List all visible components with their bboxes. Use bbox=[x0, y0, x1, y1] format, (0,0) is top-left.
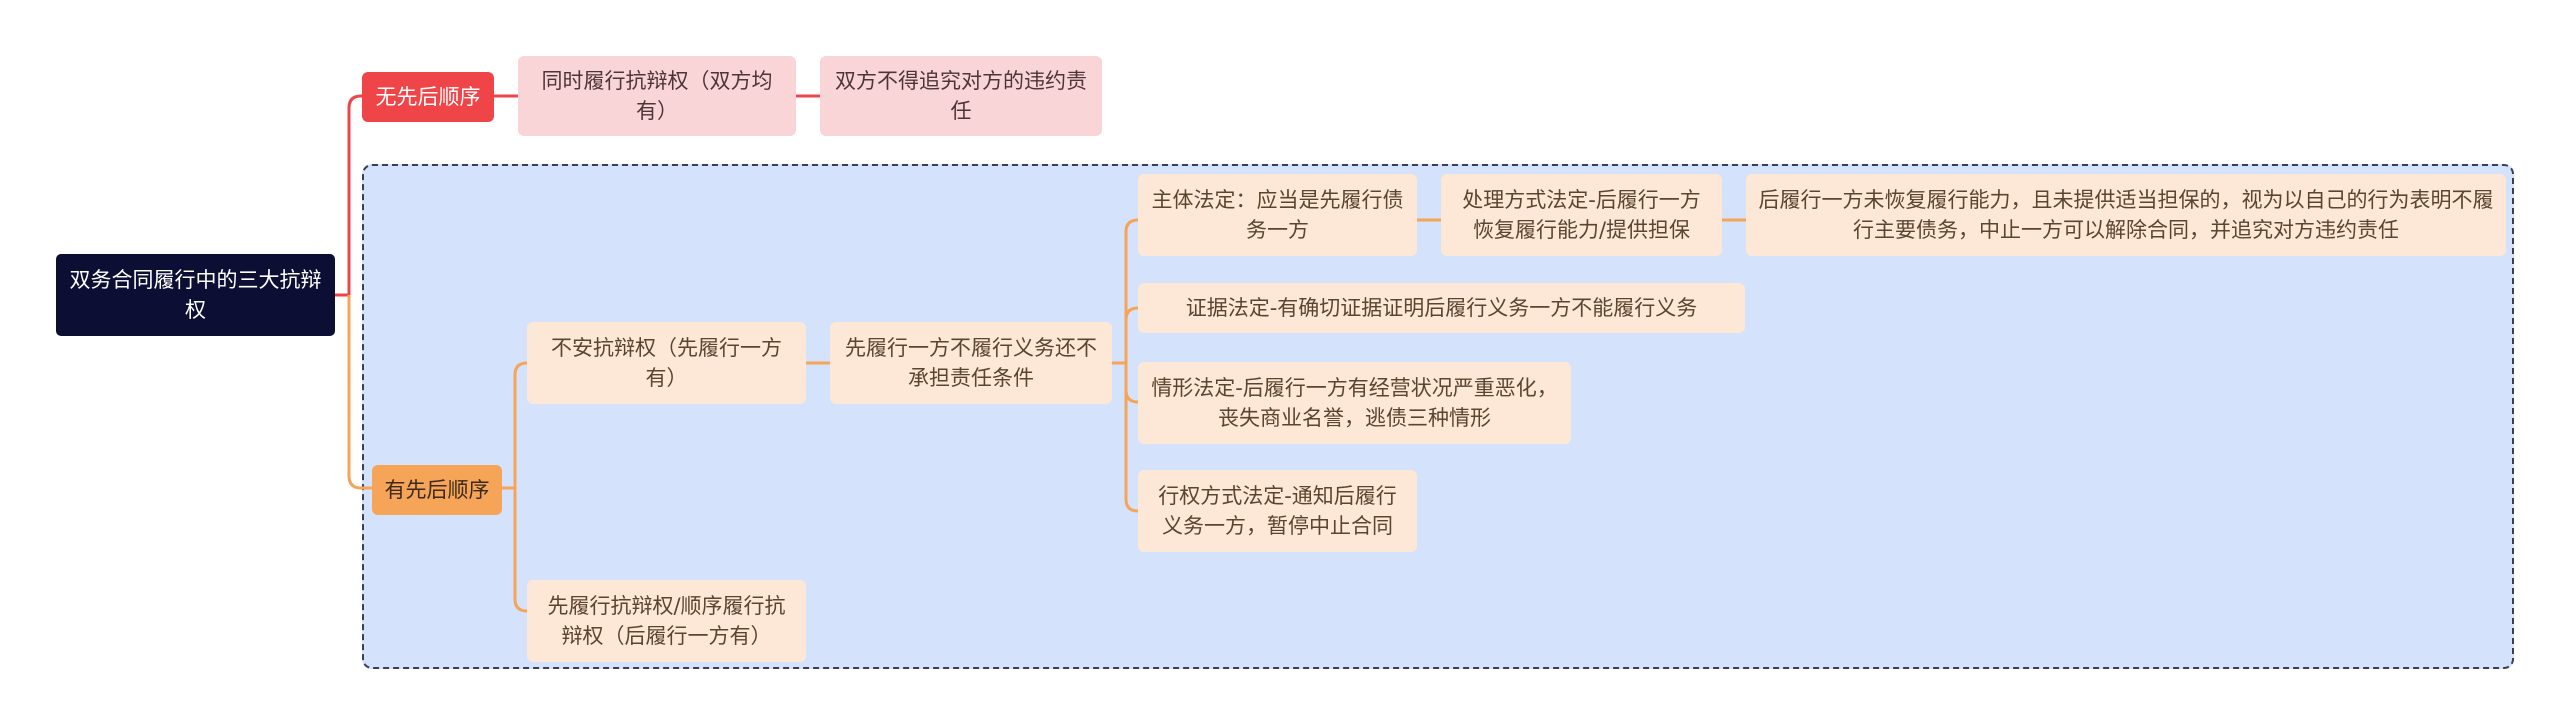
edge-condition-method bbox=[1124, 363, 1139, 513]
branch-no-order-node[interactable]: 无先后顺序 bbox=[362, 72, 494, 122]
prior-defense-node[interactable]: 先履行抗辩权/顺序履行抗辩权（后履行一方有） bbox=[527, 580, 806, 662]
edge-condition-situation bbox=[1124, 363, 1139, 404]
branch-no-order-label: 无先后顺序 bbox=[375, 85, 481, 109]
no-liability-node[interactable]: 双方不得追究对方的违约责任 bbox=[820, 56, 1102, 136]
situation-statutory-node[interactable]: 情形法定-后履行一方有经营状况严重恶化，丧失商业名誉，逃债三种情形 bbox=[1138, 362, 1571, 444]
unrest-condition-label: 先履行一方不履行义务还不承担责任条件 bbox=[845, 336, 1097, 390]
edge-root-order bbox=[347, 295, 372, 490]
handling-statutory-node[interactable]: 处理方式法定-后履行一方恢复履行能力/提供担保 bbox=[1441, 174, 1722, 256]
handling-result-node[interactable]: 后履行一方未恢复履行能力，且未提供适当担保的，视为以自己的行为表明不履行主要债务… bbox=[1746, 174, 2506, 256]
edge-condition-evidence bbox=[1124, 306, 1139, 363]
root-label: 双务合同履行中的三大抗辩权 bbox=[69, 268, 322, 322]
handling-statutory-label: 处理方式法定-后履行一方恢复履行能力/提供担保 bbox=[1462, 188, 1701, 242]
evidence-statutory-node[interactable]: 证据法定-有确切证据证明后履行义务一方不能履行义务 bbox=[1138, 283, 1745, 333]
subject-statutory-label: 主体法定：应当是先履行债务一方 bbox=[1151, 188, 1404, 242]
method-statutory-node[interactable]: 行权方式法定-通知后履行义务一方，暂停中止合同 bbox=[1138, 470, 1417, 552]
unrest-condition-node[interactable]: 先履行一方不履行义务还不承担责任条件 bbox=[830, 322, 1112, 404]
branch-order-label: 有先后顺序 bbox=[384, 478, 490, 502]
evidence-statutory-label: 证据法定-有确切证据证明后履行义务一方不能履行义务 bbox=[1185, 296, 1698, 320]
simultaneous-defense-label: 同时履行抗辩权（双方均有） bbox=[541, 69, 773, 123]
edge-condition-subject bbox=[1112, 218, 1139, 365]
simultaneous-defense-node[interactable]: 同时履行抗辩权（双方均有） bbox=[518, 56, 796, 136]
no-liability-label: 双方不得追究对方的违约责任 bbox=[835, 69, 1087, 123]
situation-statutory-label: 情形法定-后履行一方有经营状况严重恶化，丧失商业名誉，逃债三种情形 bbox=[1151, 376, 1558, 430]
unrest-defense-label: 不安抗辩权（先履行一方有） bbox=[551, 336, 782, 390]
root-node[interactable]: 双务合同履行中的三大抗辩权 bbox=[56, 254, 335, 336]
edge-root-no-order bbox=[335, 94, 362, 297]
prior-defense-label: 先履行抗辩权/顺序履行抗辩权（后履行一方有） bbox=[547, 594, 786, 648]
unrest-defense-node[interactable]: 不安抗辩权（先履行一方有） bbox=[527, 322, 806, 404]
edge-order-unrest bbox=[502, 361, 528, 490]
handling-result-label: 后履行一方未恢复履行能力，且未提供适当担保的，视为以自己的行为表明不履行主要债务… bbox=[1758, 188, 2494, 242]
method-statutory-label: 行权方式法定-通知后履行义务一方，暂停中止合同 bbox=[1158, 484, 1397, 538]
edge-order-prior bbox=[513, 488, 528, 613]
subject-statutory-node[interactable]: 主体法定：应当是先履行债务一方 bbox=[1138, 174, 1417, 256]
branch-order-node[interactable]: 有先后顺序 bbox=[372, 465, 502, 515]
